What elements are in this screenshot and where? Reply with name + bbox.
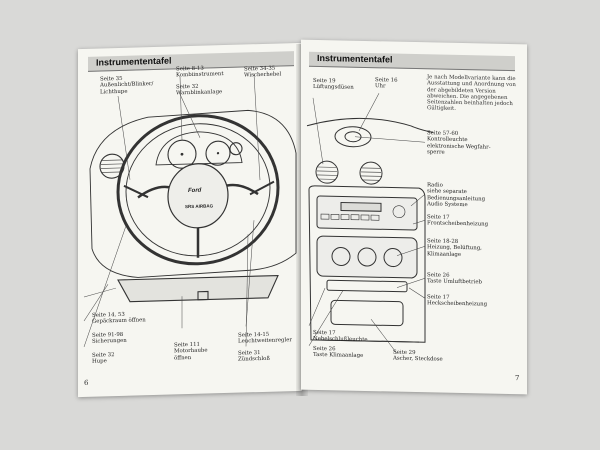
label-gepaeckraum: Seite 14, 53 Gepäckraum öffnen <box>92 311 146 326</box>
left-page-number: 6 <box>84 378 89 387</box>
steering-wheel-illustration <box>83 74 297 348</box>
label-sicherungen: Seite 91-98 Sicherungen <box>92 331 127 346</box>
label-uhr: Seite 16 Uhr <box>375 77 398 90</box>
label-umluftbetrieb: Seite 26 Taste Umluftbetrieb <box>427 272 482 286</box>
label-heizung: Seite 18-28 Heizung, Belüftung, Klimaanl… <box>427 238 482 258</box>
label-klimaanlage: Seite 26 Taste Klimaanlage <box>313 345 364 360</box>
right-page: Instrumententafel Je nach Modellvariante… <box>301 39 527 395</box>
label-frontscheibenheizung: Seite 17 Frontscheibenheizung <box>427 214 489 228</box>
label-aussenlicht: Seite 35 Außenlicht/Blinker/ Lichthupe <box>100 75 154 96</box>
label-lueftungsduesen: Seite 19 Lüftungsdüsen <box>313 77 354 92</box>
label-hupe: Seite 32 Hupe <box>92 352 115 366</box>
label-warnblinkanlage: Seite 32 Warnblinkanlage <box>176 83 223 97</box>
label-leuchtweitenregler: Seite 14-15 Leuchtweitenregler <box>238 331 292 345</box>
label-zuendschloss: Seite 31 Zündschloß <box>238 350 270 363</box>
label-heckscheibenheizung: Seite 17 Heckscheibenheizung <box>427 294 488 308</box>
right-page-number: 7 <box>515 374 520 383</box>
left-page: Instrumententafel <box>78 42 302 398</box>
airbag-text: SRS AIRBAG <box>185 203 214 210</box>
label-nebelschlussleuchte: Seite 17 Nebelschlußleuchte <box>313 329 368 344</box>
center-console-illustration <box>306 93 434 354</box>
label-kombiinstrument: Seite 8-13 Kombiinstrument <box>176 65 224 79</box>
label-radio: Radio siehe separate Bedienungsanleitung… <box>427 182 486 209</box>
label-wischerhebel: Seite 34-35 Wischerhebel <box>244 65 282 79</box>
label-ascher: Seite 29 Ascher, Steckdose <box>393 349 443 363</box>
label-motorhaube: Seite 111 Motorhaube öffnen <box>174 341 208 362</box>
label-wegfahrsperre: Seite 57-60 Kontrolleuchte elektronische… <box>427 130 491 156</box>
ford-badge-text: Ford <box>188 187 202 195</box>
